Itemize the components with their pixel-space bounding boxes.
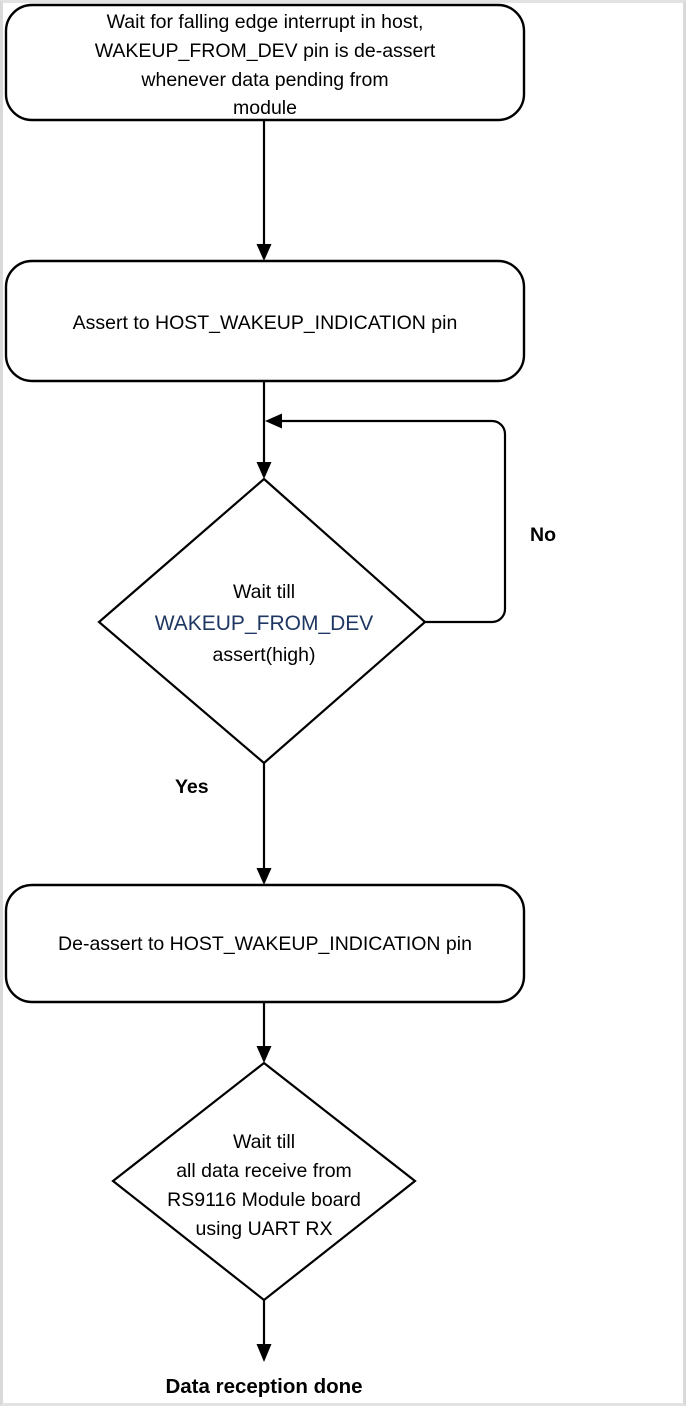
connector-box1-to-box2: [256, 120, 272, 261]
node-wait-data-decision-line-2: all data receive from: [176, 1160, 352, 1182]
end-label-data-reception-done: Data reception done: [165, 1375, 362, 1398]
node-wait-falling-edge-line-3: whenever data pending from: [140, 69, 388, 91]
edge-label-yes: Yes: [175, 776, 209, 798]
node-wait-wakeup-decision-shape: [97, 477, 427, 765]
connector-loopback-no: [265, 413, 507, 624]
node-assert-indication-shape: [4, 259, 526, 383]
node-wait-falling-edge-line-2: WAKEUP_FROM_DEV pin is de-assert: [95, 40, 436, 62]
node-deassert-indication-shape: [4, 883, 526, 1004]
node-assert-indication[interactable]: Assert to HOST_WAKEUP_INDICATION pin: [4, 259, 526, 383]
node-wait-falling-edge-line-4: module: [233, 97, 297, 119]
node-deassert-indication-label: De-assert to HOST_WAKEUP_INDICATION pin: [58, 933, 472, 955]
connector-diamond2-to-end: [256, 1300, 272, 1362]
node-wait-falling-edge[interactable]: Wait for falling edge interrupt in host,…: [4, 3, 526, 122]
node-wait-wakeup-decision-line-1: Wait till: [233, 581, 295, 603]
node-wait-data-decision-line-3: RS9116 Module board: [167, 1189, 361, 1211]
node-wait-falling-edge-shape: [4, 3, 526, 122]
node-assert-indication-label: Assert to HOST_WAKEUP_INDICATION pin: [73, 312, 458, 334]
node-wait-data-decision[interactable]: Wait till all data receive from RS9116 M…: [111, 1061, 417, 1302]
node-wait-data-decision-line-4: using UART RX: [196, 1218, 333, 1240]
node-wait-wakeup-decision-line-3: assert(high): [213, 644, 316, 666]
node-wait-wakeup-decision[interactable]: Wait till WAKEUP_FROM_DEV assert(high): [97, 477, 427, 765]
node-deassert-indication[interactable]: De-assert to HOST_WAKEUP_INDICATION pin: [4, 883, 526, 1004]
connector-diamond1-to-box3: [256, 763, 272, 885]
node-wait-wakeup-decision-pin-name: WAKEUP_FROM_DEV: [155, 612, 374, 635]
node-wait-data-decision-shape: [111, 1061, 417, 1302]
edge-label-no: No: [530, 524, 556, 546]
node-wait-data-decision-line-1: Wait till: [233, 1131, 295, 1153]
connector-box3-to-diamond2: [256, 1002, 272, 1063]
connector-box2-to-diamond1: [256, 381, 272, 479]
node-wait-falling-edge-line-1: Wait for falling edge interrupt in host,: [107, 11, 424, 33]
